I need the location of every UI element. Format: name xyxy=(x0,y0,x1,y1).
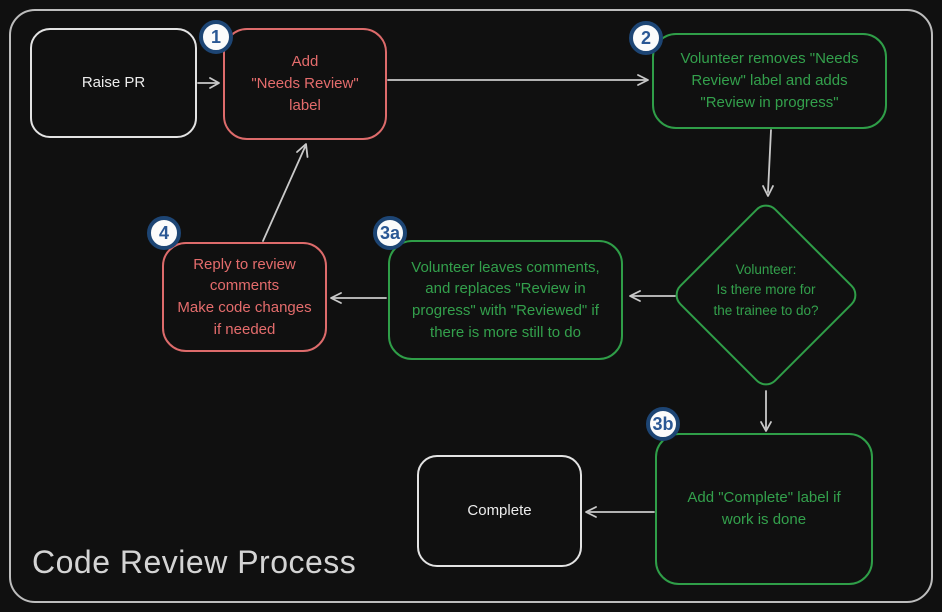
node-volunteer-removes-label: Volunteer removes "Needs Review" label a… xyxy=(680,50,859,111)
badge-step-3a: 3a xyxy=(373,216,407,250)
badge-step-3b-label: 3b xyxy=(652,413,674,434)
badge-step-2: 2 xyxy=(629,21,663,55)
node-add-complete-label: Add "Complete" label if work is done xyxy=(687,489,841,528)
node-leaves-comments-label: Volunteer leaves comments, and replaces … xyxy=(411,258,600,341)
badge-step-1-label: 1 xyxy=(210,26,221,47)
badge-step-4: 4 xyxy=(147,216,181,250)
badge-step-3b: 3b xyxy=(646,407,680,441)
node-raise-pr: Raise PR xyxy=(30,28,197,138)
diagram-frame xyxy=(9,9,933,603)
node-volunteer-removes: Volunteer removes "Needs Review" label a… xyxy=(652,33,887,129)
node-reply-comments: Reply to review comments Make code chang… xyxy=(162,242,327,352)
node-add-needs-review: Add "Needs Review" label xyxy=(223,28,387,140)
node-add-needs-review-label: Add "Needs Review" label xyxy=(251,53,359,114)
node-reply-comments-label: Reply to review comments Make code chang… xyxy=(177,255,312,338)
node-leaves-comments: Volunteer leaves comments, and replaces … xyxy=(388,240,623,360)
node-raise-pr-label: Raise PR xyxy=(81,74,146,92)
node-add-complete: Add "Complete" label if work is done xyxy=(655,433,873,585)
node-complete: Complete xyxy=(417,455,582,567)
diagram-title: Code Review Process xyxy=(32,544,357,580)
badge-step-4-label: 4 xyxy=(158,222,169,243)
badge-step-1: 1 xyxy=(199,20,233,54)
badge-step-3a-label: 3a xyxy=(379,222,401,243)
badge-step-2-label: 2 xyxy=(640,27,651,48)
node-decision-label: Volunteer: Is there more for the trainee… xyxy=(713,262,819,318)
node-complete-label: Complete xyxy=(467,502,532,520)
